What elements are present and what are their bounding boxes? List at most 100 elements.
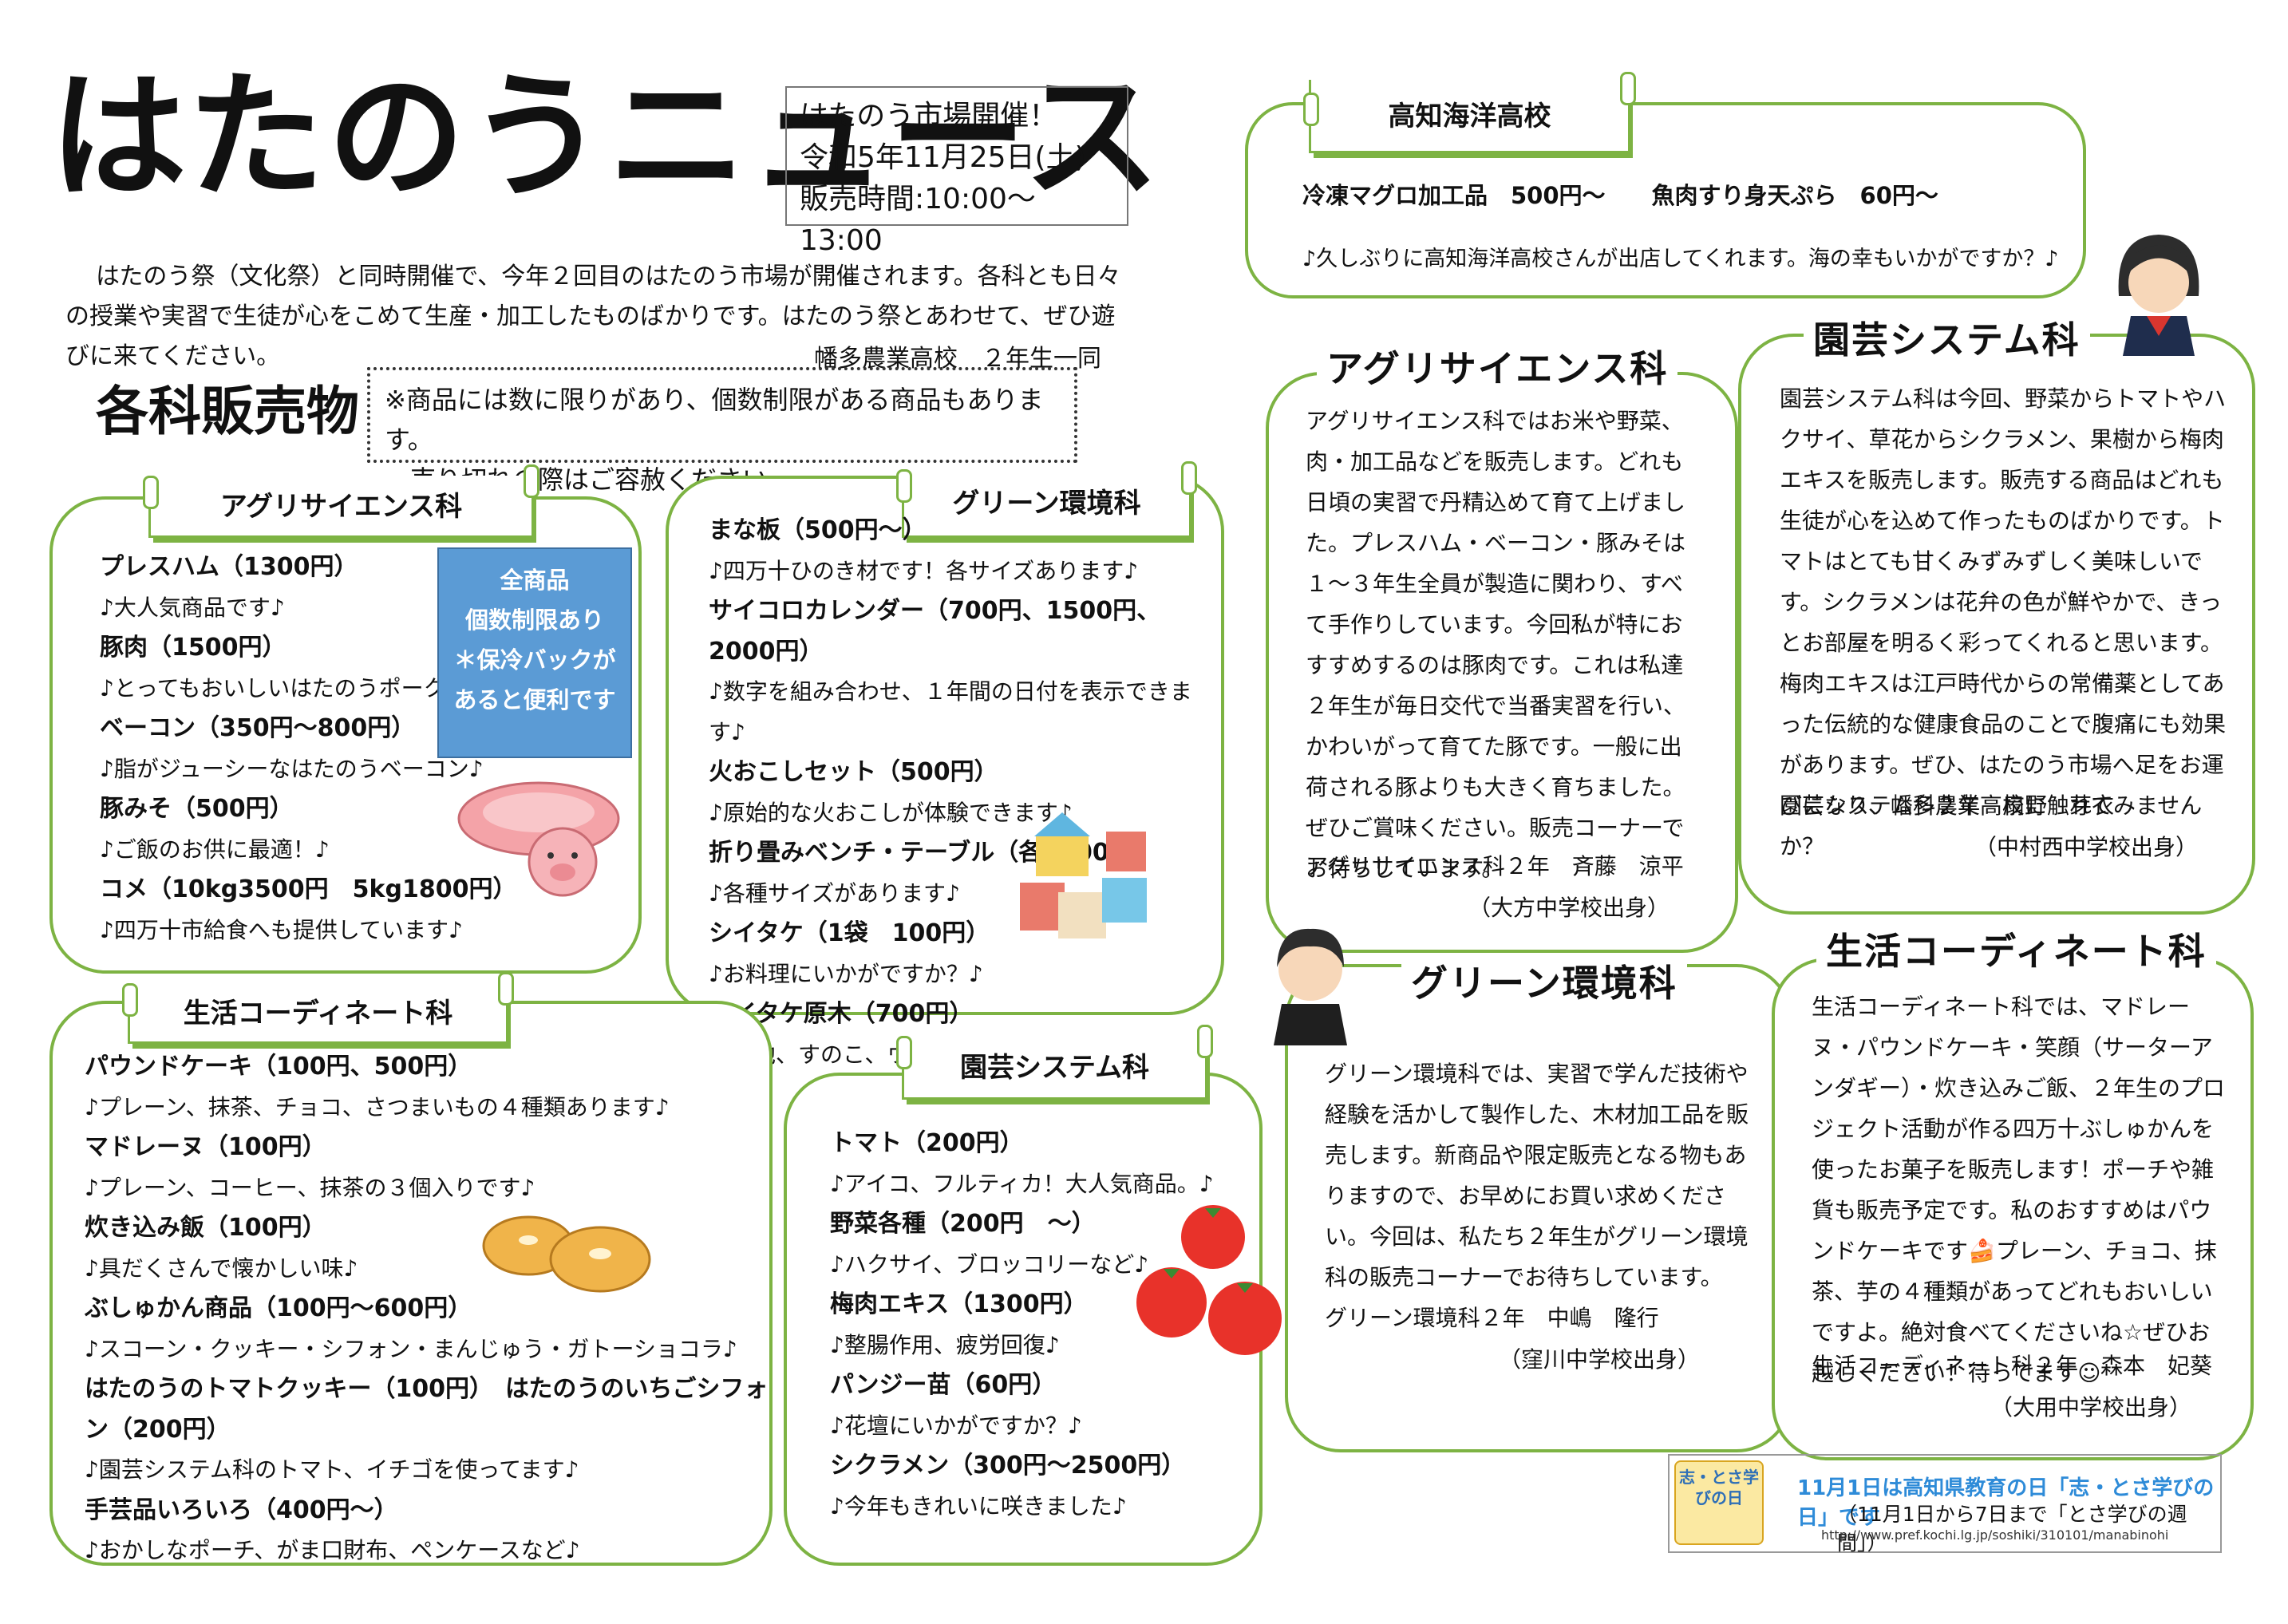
tomato-icon — [1136, 1205, 1282, 1355]
event-line-date: 令和5年11月25日(土) — [800, 141, 1086, 174]
event-info-box: はたのう市場開催！ 令和5年11月25日(土) 販売時間:10:00～13:00 — [785, 86, 1128, 257]
kaiyo-desc: ♪久しぶりに高知海洋高校さんが出店してくれます。海の幸もいかがですか？♪ — [1302, 247, 2059, 271]
product-desc: ♪スコーン・クッキー・シフォン・まんじゅう・ガトーショコラ♪ — [85, 1335, 737, 1362]
product-desc: ♪おかしなポーチ、がま口財布、ペンケースなど♪ — [85, 1537, 580, 1563]
life-article-box — [1772, 958, 2254, 1460]
product-name: シイタケ（1袋 100円） — [709, 919, 990, 947]
agri-article-heading: アグリサイエンス科 — [1317, 340, 1678, 393]
agri-article-school: （大方中学校出身） — [1468, 895, 1670, 921]
product-desc: ♪原始的な火おこしが体験できます♪ — [709, 799, 1073, 826]
badge-line: あると便利です — [453, 686, 616, 713]
product-desc: ♪とってもおいしいはたのうポークです♪ — [100, 674, 505, 701]
product-name: 野菜各種（200円 ～） — [830, 1210, 1096, 1238]
product-desc: ♪お料理にいかがですか？♪ — [709, 960, 983, 987]
kaiyo-items: 冷凍マグロ加工品 500円～ 魚肉すり身天ぷら 60円～ — [1302, 182, 1938, 209]
green-article-school: （窪川中学校出身） — [1499, 1346, 1701, 1373]
product-name: 豚みそ（500円） — [100, 795, 294, 823]
intro-text: はたのう祭（文化祭）と同時開催で、今年２回目のはたのう市場が開催されます。各科と… — [65, 263, 1121, 370]
sales-notice: ※商品には数に限りがあり、個数制限がある商品もあります。 売り切れの際はご容赦く… — [367, 367, 1077, 495]
banner-line-1: 11月1日は高知県教育の日「志・とさ学びの日」です — [1797, 1476, 2215, 1530]
green-article-heading: グリーン環境科 — [1401, 954, 1687, 1007]
green-products-box — [666, 476, 1224, 1015]
toy-blocks-icon — [1020, 812, 1147, 938]
product-desc: ♪四万十市給食へも提供しています♪ — [100, 916, 463, 943]
product-desc: ♪今年もきれいに咲きました♪ — [830, 1492, 1127, 1519]
newsletter-title: はたのうニュース — [49, 55, 1164, 217]
product-desc: ♪脂がジューシーなはたのうベーコン♪ — [100, 755, 484, 782]
life-article-body: 生活コーディネート科では、マドレーヌ・パウンドケーキ・笑顔（サーターアンダギー）… — [1812, 994, 2226, 1386]
agri-article-box — [1266, 372, 1738, 953]
tab-pin-icon — [143, 476, 159, 509]
badge-line: ＊保冷バックが — [453, 646, 616, 674]
agri-article-author: アグリサイエンス科２年 斉藤 涼平 — [1306, 853, 1684, 879]
product-name: 手芸品いろいろ（400円～） — [85, 1496, 398, 1524]
product-name: シクラメン（300円～2500円） — [830, 1452, 1186, 1480]
kaiyo-tab: 高知海洋高校 — [1303, 72, 1636, 153]
ham-and-pig-icon — [457, 781, 620, 897]
tab-pin-icon — [524, 464, 539, 498]
product-name: シイタケ原木（700円） — [709, 1000, 974, 1028]
product-desc: ♪数字を組み合わせ、１年間の日付を表示できます♪ — [709, 678, 1192, 745]
product-desc: ♪各種サイズがあります♪ — [709, 879, 960, 907]
education-day-banner: 志・とさ学びの日 11月1日は高知県教育の日「志・とさ学びの日」です （11月1… — [1668, 1454, 2222, 1555]
product-name: プレスハム（1300円） — [100, 553, 358, 581]
sales-section-title: 各科販売物 — [96, 381, 359, 442]
student-girl-icon — [2118, 235, 2199, 356]
product-name: サイコロカレンダー（700円、1500円、2000円） — [709, 597, 1161, 666]
product-name: 梅肉エキス（1300円） — [830, 1290, 1088, 1318]
product-name: 炊き込み飯（100円） — [85, 1214, 326, 1242]
product-name: はたのうのトマトクッキー（100円） はたのうのいちごシフォン（200円） — [85, 1375, 769, 1444]
engei-article-box — [1738, 334, 2255, 915]
agri-item-list: プレスハム（1300円） ♪大人気商品です♪ 豚肉（1500円） ♪とってもおい… — [100, 547, 517, 950]
tab-pin-icon — [498, 972, 514, 1006]
product-desc: ♪花壇にいかがですか？♪ — [830, 1412, 1082, 1439]
agri-products-tab: アグリサイエンス科 — [143, 464, 539, 538]
green-tab-label: グリーン環境科 — [952, 488, 1141, 520]
product-name: 火おこしセット（500円） — [709, 758, 998, 786]
product-name: コメ（10kg3500円 5kg1800円） — [100, 875, 517, 903]
tab-pin-icon — [1181, 461, 1197, 495]
green-article-author: グリーン環境科２年 中嶋 隆行 — [1325, 1305, 1659, 1331]
manabi-logo: 志・とさ学びの日 — [1674, 1460, 1764, 1545]
product-desc: ♪プレーン、コーヒー、抹茶の３個入りです♪ — [85, 1174, 535, 1201]
engei-article-heading: 園芸システム科 — [1804, 311, 2090, 364]
event-line-time: 販売時間:10:00～13:00 — [800, 183, 1036, 257]
product-desc: ♪園芸システム科のトマト、イチゴを使ってます♪ — [85, 1456, 579, 1483]
product-desc: ♪ハクサイ、ブロッコリーなど♪ — [830, 1251, 1149, 1278]
agri-article-body: アグリサイエンス科ではお米や野菜、肉・加工品などを販売します。どれも日頃の実習で… — [1306, 408, 1686, 882]
product-desc: ♪ご飯のお供に最適！♪ — [100, 836, 330, 863]
life-products-tab: 生活コーディネート科 — [122, 972, 514, 1044]
engei-article-school: （中村西中学校出身） — [1974, 834, 2199, 860]
student-boy-icon — [1274, 928, 1347, 1045]
badge-line: 全商品 — [500, 567, 570, 594]
engei-article-body: 園芸システム科は今回、野菜からトマトやハクサイ、草花からシクラメン、果樹から梅肉… — [1780, 385, 2227, 859]
green-article-body: グリーン環境科では、実習で学んだ技術や経験を活かして製作した、木材加工品を販売し… — [1325, 1061, 1749, 1290]
green-article-box — [1285, 964, 1792, 1452]
engei-products-tab: 園芸システム科 — [896, 1025, 1213, 1100]
product-desc: ♪大人気商品です♪ — [100, 594, 285, 621]
engei-item-list: トマト（200円） ♪アイコ、フルティカ！大人気商品。♪ 野菜各種（200円 ～… — [830, 1124, 1245, 1527]
tab-pin-icon — [896, 1036, 912, 1069]
life-article-school: （大用中学校出身） — [1990, 1394, 2192, 1421]
engei-article-author: 園芸システム科２年 扇野 芽衣 — [1780, 792, 2115, 819]
agri-tab-label: アグリサイエンス科 — [219, 491, 463, 523]
life-item-list: パウンドケーキ（100円、500円） ♪プレーン、抹茶、チョコ、さつまいもの４種… — [85, 1047, 771, 1571]
banner-url: http://www.pref.kochi.lg.jp/soshiki/3101… — [1821, 1527, 2169, 1543]
product-desc: ♪整腸作用、疲労回復♪ — [830, 1331, 1060, 1358]
engei-tab-label: 園芸システム科 — [960, 1052, 1149, 1084]
product-name: パンジー苗（60円） — [830, 1371, 1057, 1399]
product-desc: ♪四万十ひのき材です！各サイズあります♪ — [709, 557, 1139, 584]
product-desc: ♪プレーン、抹茶、チョコ、さつまいもの４種類あります♪ — [85, 1093, 670, 1120]
limit-badge: 全商品 個数制限あり ＊保冷バックが あると便利です — [437, 547, 632, 758]
life-products-box — [49, 1001, 773, 1566]
tart-icon — [482, 1215, 651, 1293]
life-article-author: 生活コーディネート科２年 森本 妃葵 — [1812, 1353, 2213, 1379]
badge-line: 個数制限あり — [464, 607, 604, 634]
tab-pin-icon — [1197, 1025, 1213, 1058]
product-name: ぶしゅかん商品（100円～600円） — [85, 1294, 472, 1322]
tab-pin-icon — [896, 469, 912, 503]
logo-text: 志・とさ学びの日 — [1679, 1468, 1759, 1507]
notice-line-1: ※商品には数に限りがあり、個数制限がある商品もあります。 — [385, 385, 1044, 455]
product-name: マドレーヌ（100円） — [85, 1133, 326, 1161]
product-name: 豚肉（1500円） — [100, 634, 286, 662]
